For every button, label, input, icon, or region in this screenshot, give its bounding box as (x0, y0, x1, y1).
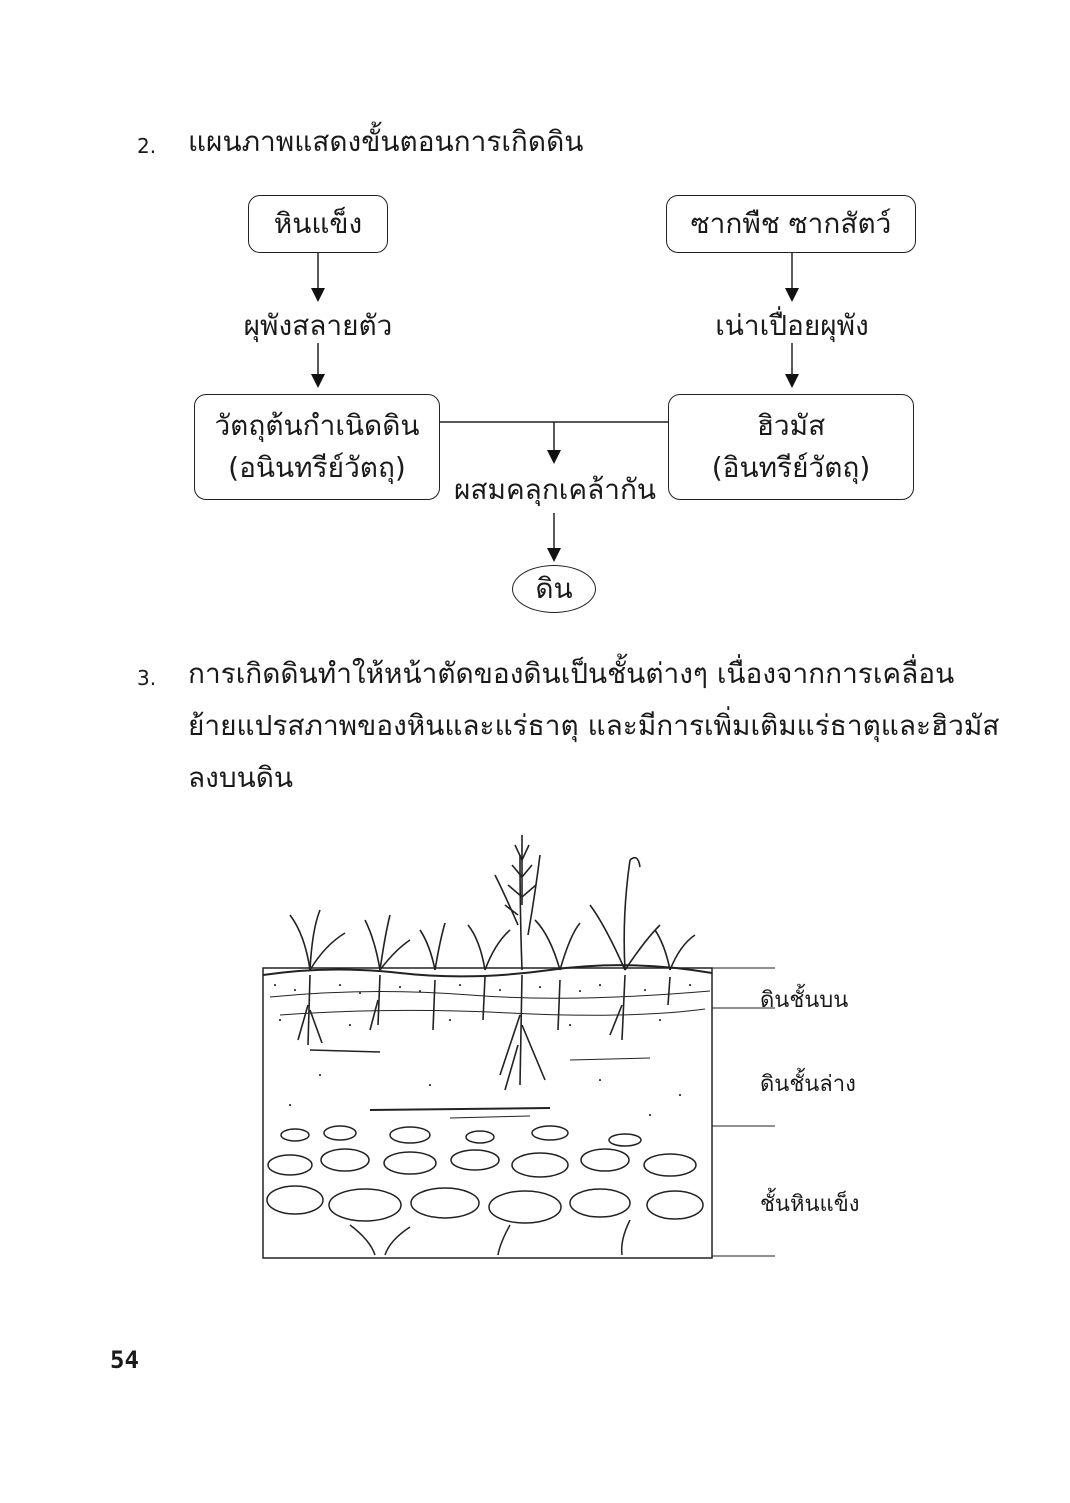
remains-label: ซากพืช ซากสัตว์ (690, 207, 892, 240)
soil-ellipse: ดิน (512, 565, 596, 613)
weathering-label: ผุพังสลายตัว (243, 309, 393, 342)
section-paragraph: การเกิดดินทำให้หน้าตัดของดินเป็นชั้นต่าง… (188, 648, 1000, 804)
section-number: 2. (137, 134, 157, 158)
paragraph-line: ย้ายแปรสภาพของหินและแร่ธาตุ และมีการเพิ่… (188, 709, 1000, 742)
arrow-down-icon (785, 374, 799, 388)
page-number: 54 (110, 1346, 139, 1374)
soil-profile-illustration (262, 835, 775, 1259)
rock-label: หินแข็ง (273, 207, 363, 240)
rock-box: หินแข็ง (248, 195, 388, 253)
decomposing-label: เน่าเปื่อยผุพัง (715, 309, 869, 342)
section-title: แผนภาพแสดงขั้นตอนการเกิดดิน (188, 125, 584, 158)
arrow-down-icon (547, 450, 561, 464)
remains-box: ซากพืช ซากสัตว์ (666, 195, 916, 253)
parent-material-label: วัตถุต้นกำเนิดดิน (214, 409, 420, 442)
arrow-down-icon (547, 548, 561, 562)
bedrock-label: ชั้นหินแข็ง (760, 1192, 860, 1217)
section-number: 3. (137, 666, 157, 690)
humus-sub-label: (อินทรีย์วัตถุ) (711, 451, 871, 484)
arrow-down-icon (311, 288, 325, 302)
arrow-down-icon (785, 288, 799, 302)
soil-label: ดิน (535, 572, 573, 605)
mixing-label: ผสมคลุกเคล้ากัน (454, 473, 657, 506)
arrow-down-icon (311, 374, 325, 388)
humus-box: ฮิวมัส (อินทรีย์วัตถุ) (668, 394, 914, 500)
parent-material-box: วัตถุต้นกำเนิดดิน (อนินทรีย์วัตถุ) (194, 394, 440, 500)
soil-cross-section-frame (262, 967, 713, 1259)
flowchart-connectors (311, 253, 799, 562)
parent-material-sub-label: (อนินทรีย์วัตถุ) (228, 451, 406, 484)
topsoil-label: ดินชั้นบน (760, 988, 849, 1013)
subsoil-label: ดินชั้นล่าง (760, 1072, 856, 1097)
paragraph-line: การเกิดดินทำให้หน้าตัดของดินเป็นชั้นต่าง… (188, 657, 955, 690)
paragraph-line: ลงบนดิน (188, 761, 294, 794)
humus-label: ฮิวมัส (756, 409, 826, 442)
